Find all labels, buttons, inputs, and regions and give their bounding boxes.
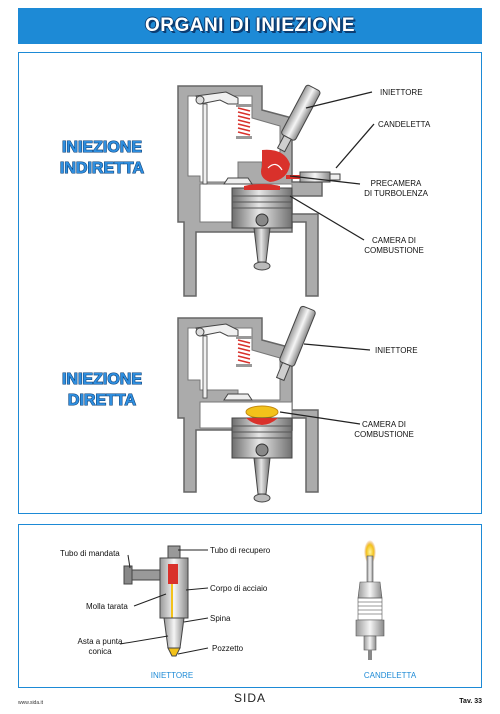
label-camera-direct-2: COMBUSTIONE <box>354 430 414 439</box>
indirect-engine <box>177 84 341 297</box>
injector-cutaway <box>123 545 189 657</box>
label-iniettore-direct: INIETTORE <box>375 346 418 355</box>
direct-engine <box>177 305 319 503</box>
glowplug-illustration <box>355 540 385 660</box>
label-camera-indirect-2: COMBUSTIONE <box>364 246 424 255</box>
label-camera-direct-1: CAMERA DI <box>362 420 406 429</box>
indirect-title-line2: INDIRETTA <box>60 160 145 177</box>
part-molla-tarata: Molla tarata <box>86 602 128 611</box>
caption-iniettore: INIETTORE <box>151 671 194 680</box>
part-asta-1: Asta a punta <box>78 637 123 646</box>
label-camera-indirect-1: CAMERA DI <box>372 236 416 245</box>
part-tubo-recupero: Tubo di recupero <box>210 546 271 555</box>
part-tubo-mandata: Tubo di mandata <box>60 549 120 558</box>
direct-title-line2: DIRETTA <box>68 392 137 409</box>
caption-candeletta: CANDELETTA <box>364 671 417 680</box>
indirect-title-line1: INIEZIONE <box>62 139 142 156</box>
label-iniettore-indirect: INIETTORE <box>380 88 423 97</box>
label-candeletta: CANDELETTA <box>378 120 431 129</box>
direct-callouts <box>279 343 371 425</box>
direct-title-line1: INIEZIONE <box>62 371 142 388</box>
sida-logo: SIDA <box>226 692 274 709</box>
logo-text: SIDA <box>233 691 266 705</box>
label-precamera-2: DI TURBOLENZA <box>364 189 429 198</box>
part-asta-2: conica <box>88 647 112 656</box>
page-title: ORGANI DI INIEZIONE <box>144 15 356 36</box>
part-corpo-acciaio: Corpo di acciaio <box>210 584 268 593</box>
indirect-callouts <box>289 91 375 241</box>
table-number: Tav. 33 <box>459 698 482 705</box>
part-pozzetto: Pozzetto <box>212 644 244 653</box>
footer-website: www.sida.it <box>18 700 44 706</box>
label-precamera-1: PRECAMERA <box>371 179 422 188</box>
part-spina: Spina <box>210 614 231 623</box>
injector-part-lines <box>119 549 209 655</box>
components-panel <box>18 524 482 688</box>
page-header: ORGANI DI INIEZIONE <box>18 8 482 44</box>
